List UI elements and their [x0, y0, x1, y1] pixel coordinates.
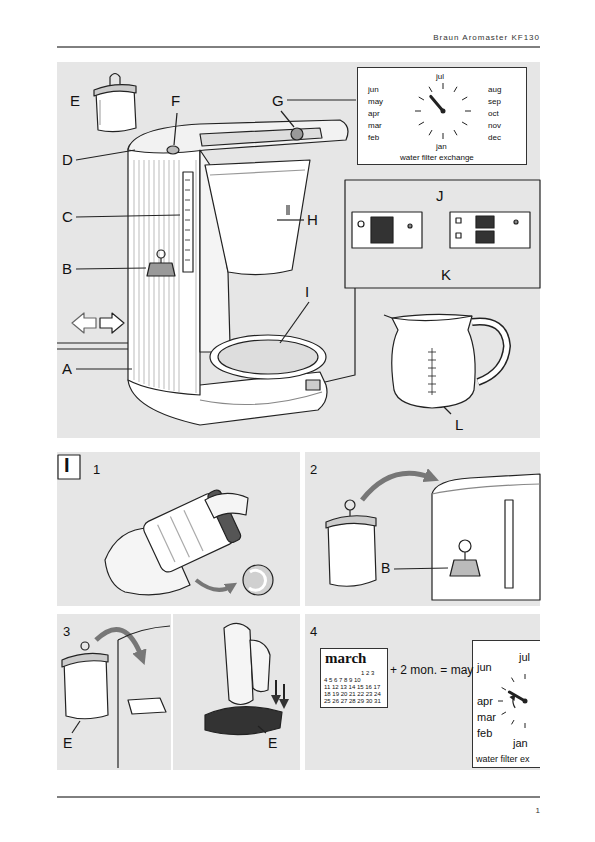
month-label: may — [368, 97, 383, 106]
dial-tick — [429, 130, 432, 135]
page-number: 1 — [536, 806, 540, 815]
dial-hub — [523, 699, 528, 704]
part-letter: C — [62, 208, 73, 225]
calendar-row: 11 12 13 14 15 16 17 — [324, 684, 380, 691]
part-letter: L — [455, 416, 463, 433]
section-number: I — [64, 454, 70, 477]
month-label: sep — [488, 97, 501, 106]
step-number: 2 — [310, 463, 317, 478]
date-formula: + 2 mon. = may — [390, 664, 473, 678]
part-letter: G — [272, 92, 284, 109]
dial-tick — [525, 723, 526, 728]
dial-tick — [512, 720, 515, 724]
month-label: jun — [368, 85, 379, 94]
month-label: dec — [488, 133, 501, 142]
dial-tick — [419, 122, 424, 125]
dial-tick — [415, 111, 421, 112]
month-label: apr — [477, 695, 493, 708]
dial-tick — [502, 688, 506, 691]
turn-arrow-head — [509, 694, 515, 701]
dial-tick — [512, 678, 515, 682]
step-number: 3 — [63, 625, 70, 640]
dial-tick — [502, 712, 506, 715]
dial-tick — [454, 87, 457, 92]
month-label: nov — [488, 121, 501, 130]
month-label: jun — [477, 661, 492, 674]
month-label: jul — [519, 651, 530, 664]
calendar-row: 18 19 20 21 22 23 24 — [324, 691, 381, 698]
part-letter: B — [62, 260, 72, 277]
part-letter: E — [63, 735, 72, 751]
part-letter: B — [381, 560, 390, 576]
dial-tick — [465, 111, 471, 112]
filter-dial-box: jun jul aug may sep apr oct mar nov feb dec jan wate… — [357, 67, 527, 165]
month-label: aug — [488, 85, 501, 94]
dial-hub — [441, 109, 446, 114]
calendar-row: 1 2 3 — [361, 670, 374, 677]
month-label: jan — [513, 737, 528, 750]
dial-tick — [419, 97, 424, 100]
part-letter: D — [62, 151, 73, 168]
dial-tick — [525, 674, 526, 679]
month-label: apr — [368, 109, 380, 118]
month-label: jan — [436, 142, 447, 151]
calendar-row: 25 26 27 28 29 30 31 — [324, 698, 381, 705]
dial-tick — [498, 701, 503, 702]
dial-pointer — [431, 96, 443, 111]
calendar-row: 4 5 6 7 8 9 10 — [324, 677, 361, 684]
dial-tick — [429, 87, 432, 92]
part-letter: J — [436, 187, 444, 204]
month-title: march — [325, 650, 366, 667]
part-letter: A — [62, 360, 72, 377]
part-letter: H — [307, 211, 318, 228]
part-letter: E — [70, 92, 80, 109]
month-label: oct — [488, 109, 499, 118]
dial-tick — [443, 133, 444, 139]
month-label: mar — [477, 711, 496, 724]
dial-tick — [462, 97, 467, 100]
dial-pointer — [509, 692, 525, 701]
month-label: jul — [436, 72, 444, 81]
dial-ticks — [358, 68, 528, 166]
dial-tick — [454, 130, 457, 135]
month-label: feb — [368, 133, 379, 142]
step-number: 1 — [93, 463, 100, 478]
part-letter: I — [305, 283, 309, 300]
month-label: feb — [477, 727, 492, 740]
part-letter: E — [268, 735, 277, 751]
part-letter: F — [171, 92, 180, 109]
dial-caption: water filter exchange — [400, 153, 474, 162]
filter-dial-box: jun jul apr mar feb jan water filter ex — [472, 640, 540, 768]
step-number: 4 — [310, 625, 317, 640]
header-title: Braun Aromaster KF130 — [433, 33, 540, 42]
calendar-card: march 1 2 34 5 6 7 8 9 1011 12 13 14 15 1… — [320, 648, 388, 708]
dial-tick — [462, 122, 467, 125]
dial-tick — [443, 83, 444, 89]
part-letter: K — [441, 266, 451, 283]
month-label: mar — [368, 121, 382, 130]
dial-caption: water filter ex — [476, 754, 530, 764]
